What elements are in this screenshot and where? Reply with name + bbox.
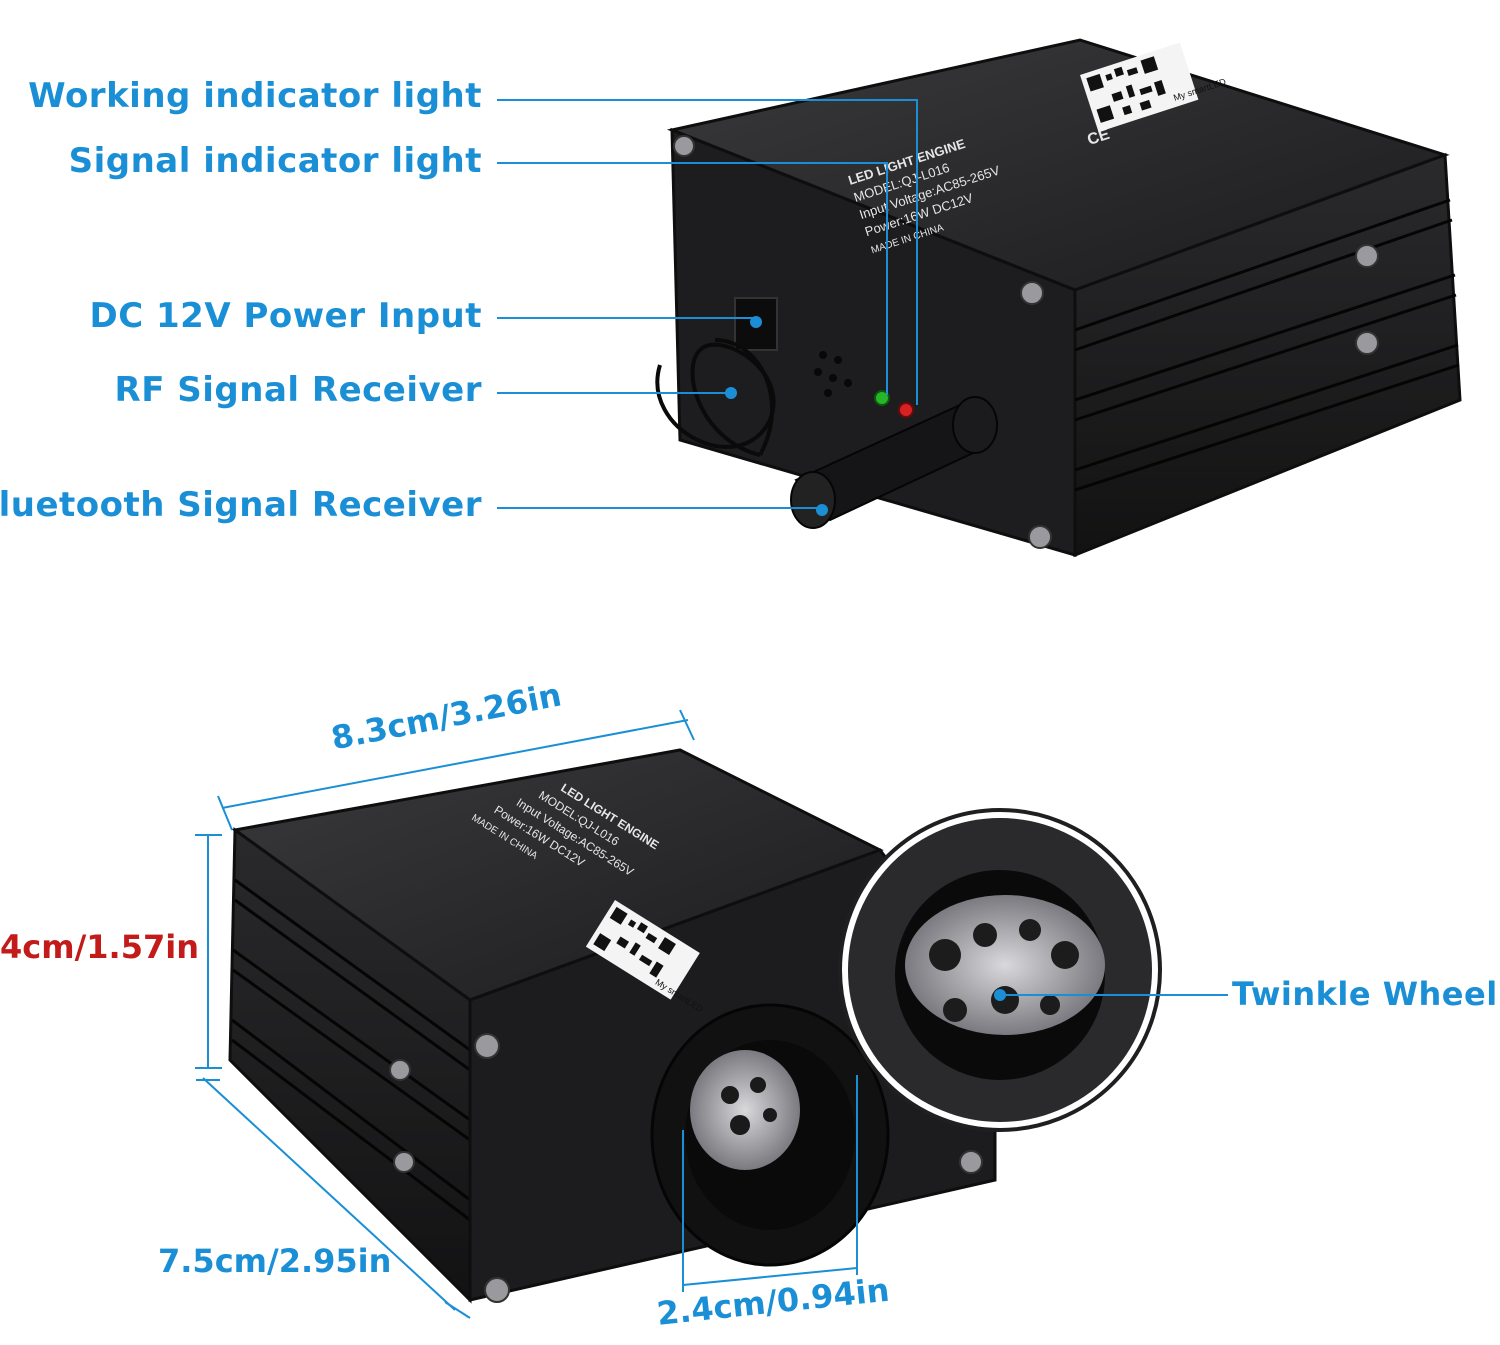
bluetooth-antenna — [790, 396, 998, 529]
dimension-width: 7.5cm/2.95in — [158, 1242, 392, 1280]
callout-rf-signal-receiver: RF Signal Receiver — [114, 370, 482, 410]
top-callout-lines — [497, 99, 918, 509]
lens — [650, 1003, 890, 1267]
callout-twinkle-wheel: Twinkle Wheel — [1232, 975, 1498, 1013]
speaker-holes — [814, 351, 852, 397]
top-device-ce-mark: CE — [1085, 126, 1112, 149]
rf-antenna-coil — [655, 338, 776, 457]
dimension-lines — [195, 709, 858, 1319]
twinkle-wheel-inset — [838, 808, 1228, 1132]
green-led-icon — [874, 390, 890, 406]
bottom-device: LED LIGHT ENGINE MODEL:QJ-L016 Input Vol… — [228, 748, 997, 1304]
callout-dc-power-input: DC 12V Power Input — [89, 296, 482, 336]
callout-signal-indicator: Signal indicator light — [68, 141, 482, 181]
callout-working-indicator: Working indicator light — [28, 76, 482, 116]
top-device: LED LIGHT ENGINE MODEL:QJ-L016 Input Vol… — [497, 38, 1462, 558]
callout-bluetooth-signal-receiver: Bluetooth Signal Receiver — [0, 485, 482, 525]
dimension-height: 4cm/1.57in — [0, 928, 199, 966]
red-led-icon — [898, 402, 914, 418]
